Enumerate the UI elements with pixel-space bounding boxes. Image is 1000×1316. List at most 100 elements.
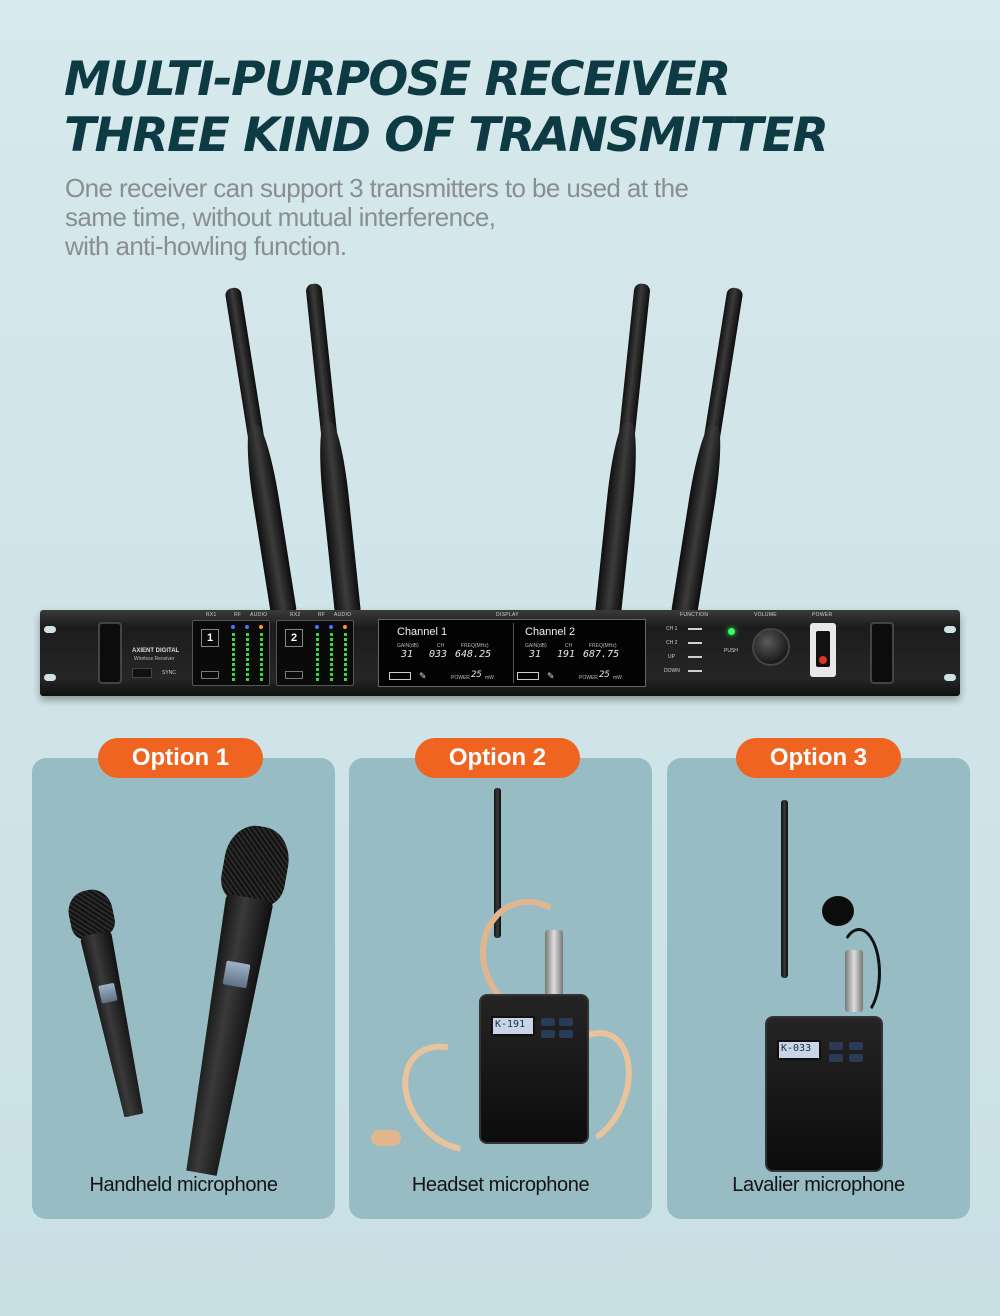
lavalier-cable	[837, 928, 881, 1018]
rack-handle-left	[98, 622, 122, 684]
volume-label: VOLUME	[754, 612, 777, 618]
rx1-label: RX1	[206, 612, 217, 618]
brand-name: AXIENT DIGITAL	[132, 648, 180, 654]
audio-meter	[344, 633, 347, 681]
pack-button[interactable]	[559, 1030, 573, 1038]
audio-meter	[260, 633, 263, 681]
sync-label: SYNC	[162, 670, 176, 676]
option-1-badge: Option 1	[98, 738, 263, 778]
function-label: FUNCTION	[680, 612, 709, 618]
subtext-line-1: One receiver can support 3 transmitters …	[65, 173, 689, 203]
push-label: PUSH	[724, 648, 738, 654]
channel-2-ch-label: CH	[565, 643, 573, 649]
subtext-line-3: with anti-howling function.	[65, 231, 347, 261]
rack-ear-right	[906, 622, 960, 686]
rf-meter	[330, 633, 333, 681]
channel-1-power: 25	[471, 670, 482, 680]
display-label: DISPLAY	[496, 612, 519, 618]
pack-button[interactable]	[849, 1054, 863, 1062]
volume-knob[interactable]	[752, 628, 790, 666]
antenna-icon	[305, 282, 356, 615]
channel-2-freq: 687.75	[583, 649, 620, 660]
rx1-panel: 1	[192, 620, 270, 686]
channel-2-title: Channel 2	[525, 626, 576, 638]
receiver-front-panel: AXIENT DIGITAL Wireless Receiver SYNC RX…	[40, 610, 960, 696]
receiver-display: Channel 1 GAIN(dB) CH FREQ(MHz) 31 033 6…	[378, 619, 646, 687]
ch1-button[interactable]	[688, 628, 702, 630]
pack-button[interactable]	[849, 1042, 863, 1050]
subtext-line-2: same time, without mutual interference,	[65, 202, 496, 232]
channel-2-ch: 191	[557, 649, 576, 660]
ir-sync-window	[201, 671, 219, 679]
rack-ear-left	[40, 622, 94, 686]
audio-label-1: AUDIO	[250, 612, 268, 618]
pack-button[interactable]	[829, 1054, 843, 1062]
lavalier-connector	[845, 950, 863, 1012]
up-button[interactable]	[688, 656, 702, 658]
headset-screen-text: K-191	[495, 1019, 526, 1030]
battery-icon	[389, 672, 411, 680]
function-item-ch2: CH 2	[666, 640, 678, 646]
microphone-icon: ✎	[547, 671, 555, 681]
channel-2-freq-label: FREQ(MHz)	[589, 643, 617, 649]
headline-line-1: MULTI-PURPOSE RECEIVER	[64, 52, 731, 107]
rf-meter	[246, 633, 249, 681]
headline: MULTI-PURPOSE RECEIVER THREE KIND OF TRA…	[64, 52, 829, 164]
power-indicator	[819, 656, 827, 664]
status-led	[728, 628, 735, 635]
handheld-microphone-small	[57, 884, 164, 1121]
function-item-up: UP	[668, 654, 675, 660]
function-item-ch1: CH 1	[666, 626, 678, 632]
handheld-microphone-large	[162, 820, 302, 1181]
bodypack-transmitter: K-191	[479, 994, 589, 1144]
power-label: POWER	[812, 612, 833, 618]
audio-label-2: AUDIO	[334, 612, 352, 618]
pack-button[interactable]	[559, 1018, 573, 1026]
channel-1-power-unit: mW	[485, 675, 494, 681]
channel-1-ch-label: CH	[437, 643, 445, 649]
rx1-number: 1	[201, 629, 219, 647]
down-button[interactable]	[688, 670, 702, 672]
channel-2-power-unit: mW	[613, 675, 622, 681]
rx2-panel: 2	[276, 620, 354, 686]
brand-subtitle: Wireless Receiver	[134, 656, 175, 662]
channel-2-power: 25	[599, 670, 610, 680]
sync-sensor	[132, 668, 152, 678]
battery-icon	[517, 672, 539, 680]
rf-meter	[316, 633, 319, 681]
pack-button[interactable]	[541, 1030, 555, 1038]
option-2-badge: Option 2	[415, 738, 580, 778]
rf-label-2: RF	[318, 612, 326, 618]
channel-2-power-label: POWER	[579, 675, 598, 681]
antenna-icon	[224, 286, 292, 616]
option-3-badge: Option 3	[736, 738, 901, 778]
lavalier-screen-text: K-033	[781, 1043, 812, 1054]
headline-line-2: THREE KIND OF TRANSMITTER	[64, 108, 829, 163]
antenna-icon	[494, 788, 501, 938]
option-card-2: K-191 Headset microphone	[349, 758, 652, 1219]
channel-1-gain: 31	[401, 649, 414, 660]
lavalier-mic-head	[822, 896, 854, 926]
channel-2-gain-label: GAIN(dB)	[525, 643, 547, 649]
rf-label-1: RF	[234, 612, 242, 618]
microphone-icon: ✎	[419, 671, 427, 681]
rf-meter	[232, 633, 235, 681]
power-switch[interactable]	[810, 623, 836, 677]
channel-1-ch: 033	[429, 649, 448, 660]
channel-2-gain: 31	[529, 649, 542, 660]
pack-button[interactable]	[541, 1018, 555, 1026]
channel-1-freq-label: FREQ(MHz)	[461, 643, 489, 649]
channel-1-title: Channel 1	[397, 626, 448, 638]
option-card-3: K-033 Lavalier microphone	[667, 758, 970, 1219]
pack-button[interactable]	[829, 1042, 843, 1050]
channel-1-power-label: POWER	[451, 675, 470, 681]
channel-1-freq: 648.25	[455, 649, 492, 660]
antenna-icon	[781, 800, 788, 978]
antenna-icon	[600, 282, 651, 615]
option-card-1: Handheld microphone	[32, 758, 335, 1219]
rx2-label: RX2	[290, 612, 301, 618]
option-2-label: Headset microphone	[411, 1174, 590, 1196]
headset-mic-capsule	[371, 1130, 401, 1146]
rx2-number: 2	[285, 629, 303, 647]
ch2-button[interactable]	[688, 642, 702, 644]
